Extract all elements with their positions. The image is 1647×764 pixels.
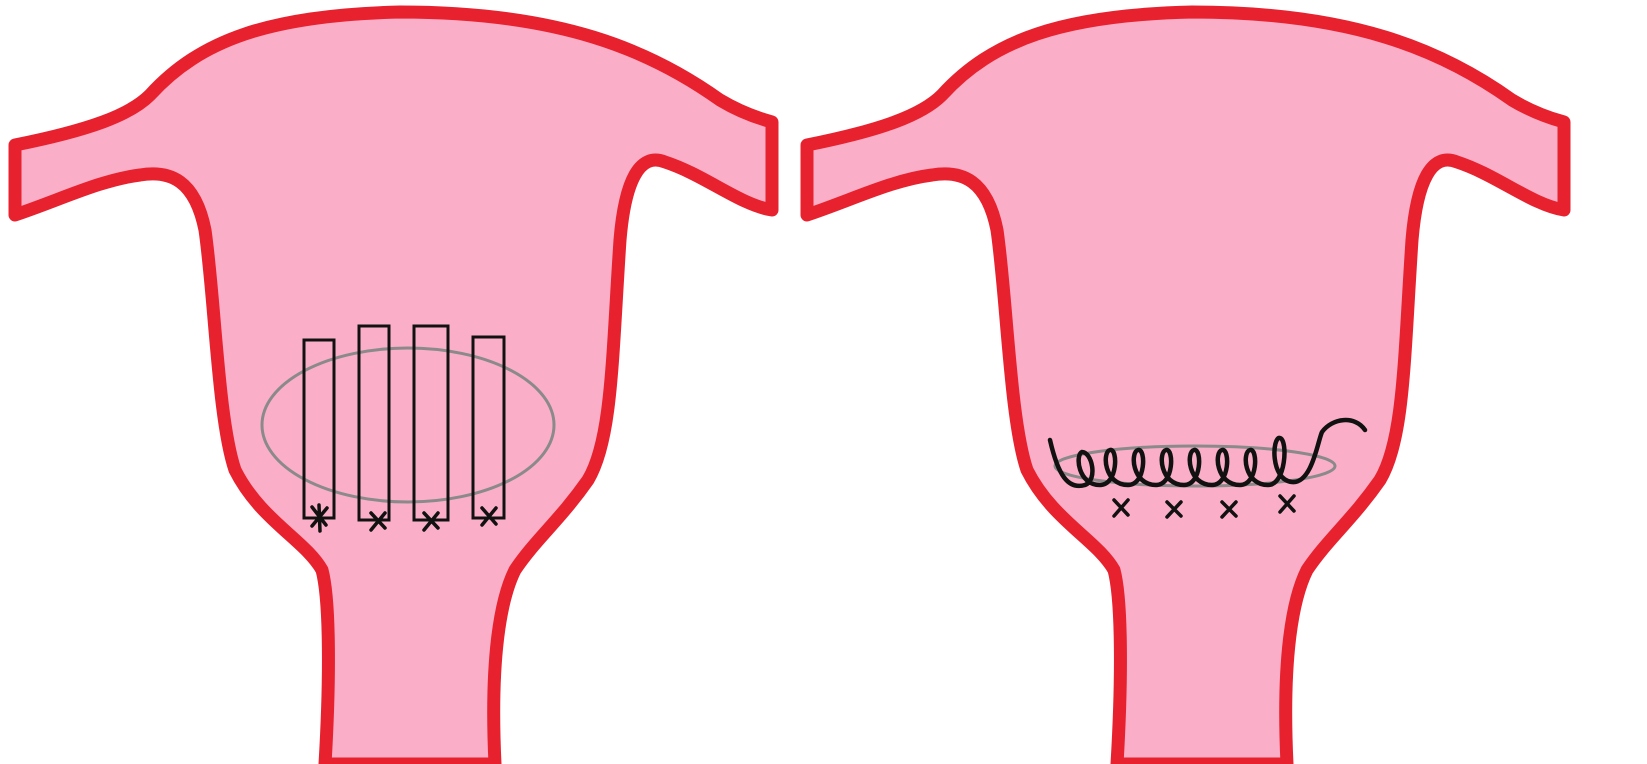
right-uterus-body bbox=[807, 12, 1564, 764]
left-uterus-body bbox=[15, 12, 772, 764]
right-panel bbox=[807, 12, 1564, 764]
left-panel bbox=[15, 12, 772, 764]
